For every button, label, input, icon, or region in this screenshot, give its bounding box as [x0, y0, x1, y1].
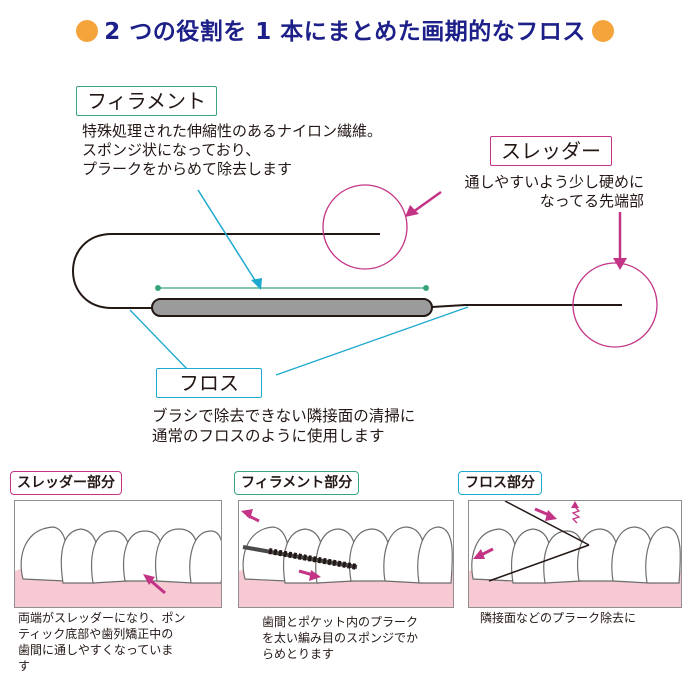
- threader-section-description: 両端がスレッダーになり、ポン ティック底部や歯列矯正中の 歯間に通しやすくなって…: [18, 610, 223, 674]
- description-line: 歯間とポケット内のプラーク: [262, 615, 419, 629]
- floss-label: フロス: [156, 368, 262, 398]
- description-line: 通常のフロスのように使用します: [152, 427, 385, 445]
- threader-section-tag: スレッダー部分: [10, 471, 122, 495]
- filament-description: 特殊処理された伸縮性のあるナイロン繊維。 スポンジ状になっており、 プラークをか…: [82, 122, 382, 179]
- description-line: ブラシで除去できない隣接面の清掃に: [152, 407, 416, 425]
- threader-circle-left: [322, 184, 408, 270]
- tooth: [645, 526, 681, 584]
- threader-label: スレッダー: [490, 136, 612, 166]
- threader-line: [431, 304, 622, 308]
- floss-description: ブラシで除去できない隣接面の清掃に 通常のフロスのように使用します: [152, 406, 415, 446]
- threader-section-illustration: [14, 500, 222, 608]
- arrow-icon: [613, 258, 627, 270]
- description-line: なってる先端部: [539, 192, 644, 210]
- teeth-illustration: [239, 509, 453, 607]
- arrow-icon: [251, 278, 262, 290]
- floss-thread-line: [504, 501, 590, 546]
- floss-diagram: [72, 184, 658, 376]
- description-line: す: [18, 659, 31, 673]
- floss-thread-line: [488, 544, 590, 582]
- orange-dot-icon: [591, 20, 614, 42]
- pink-arrow-line: [534, 507, 550, 517]
- span-end-dot: [155, 285, 161, 291]
- floss-line: [72, 233, 380, 309]
- floss-section-illustration: [468, 500, 682, 608]
- arrow-icon: [571, 501, 579, 508]
- filament-sponge: [151, 298, 433, 317]
- threader-arrow-line: [412, 190, 442, 214]
- filament-section-illustration: [238, 500, 454, 608]
- tooth: [20, 526, 68, 582]
- teeth-illustration: [15, 526, 221, 607]
- teeth-illustration: [469, 501, 681, 607]
- description-line: 両端がスレッダーになり、ポン: [18, 611, 186, 625]
- arrow-icon: [143, 574, 155, 585]
- description-line: スポンジ状になっており、: [82, 141, 261, 159]
- description-line: 特殊処理された伸縮性のあるナイロン繊維。: [82, 122, 383, 140]
- floss-section-description: 隣接面などのプラーク除去に: [480, 610, 680, 626]
- pink-arrow-line: [150, 579, 166, 595]
- floss-leader-line: [275, 306, 469, 376]
- description-line: 歯間に通しやすくなっていま: [18, 643, 174, 657]
- floss-section-tag: フロス部分: [458, 471, 542, 495]
- threader-circle-right: [572, 262, 658, 348]
- description-line: らめとります: [262, 647, 335, 661]
- arrow-icon: [473, 549, 485, 559]
- filament-label: フィラメント: [76, 86, 217, 116]
- description-line: 通しやすいよう少し硬めに: [464, 173, 644, 191]
- description-line: 隣接面などのプラーク除去に: [480, 611, 637, 625]
- span-end-dot: [423, 285, 429, 291]
- threader-description: 通しやすいよう少し硬めに なってる先端部: [430, 173, 644, 211]
- page-title-text: 2 つの役割を 1 本にまとめた画期的なフロス: [104, 19, 586, 45]
- description-line: を太い編み目のスポンジでか: [262, 631, 419, 645]
- orange-dot-icon: [76, 20, 99, 42]
- description-line: プラークをからめて除去します: [82, 160, 293, 178]
- filament-section-description: 歯間とポケット内のプラーク を太い編み目のスポンジでか らめとります: [262, 614, 452, 662]
- page-title: 2 つの役割を 1 本にまとめた画期的なフロス: [0, 12, 690, 46]
- tooth: [189, 530, 221, 584]
- arrow-icon: [241, 509, 253, 519]
- arrow-icon: [545, 510, 557, 521]
- filament-section-tag: フィラメント部分: [234, 471, 360, 495]
- zigzag-motion-icon: [571, 506, 581, 524]
- filament-leader-line: [197, 189, 259, 286]
- floss-leader-line: [129, 309, 189, 371]
- arrow-icon: [309, 570, 321, 581]
- description-line: ティック底部や歯列矯正中の: [18, 627, 174, 641]
- arrow-icon: [405, 205, 419, 217]
- tooth: [417, 526, 453, 584]
